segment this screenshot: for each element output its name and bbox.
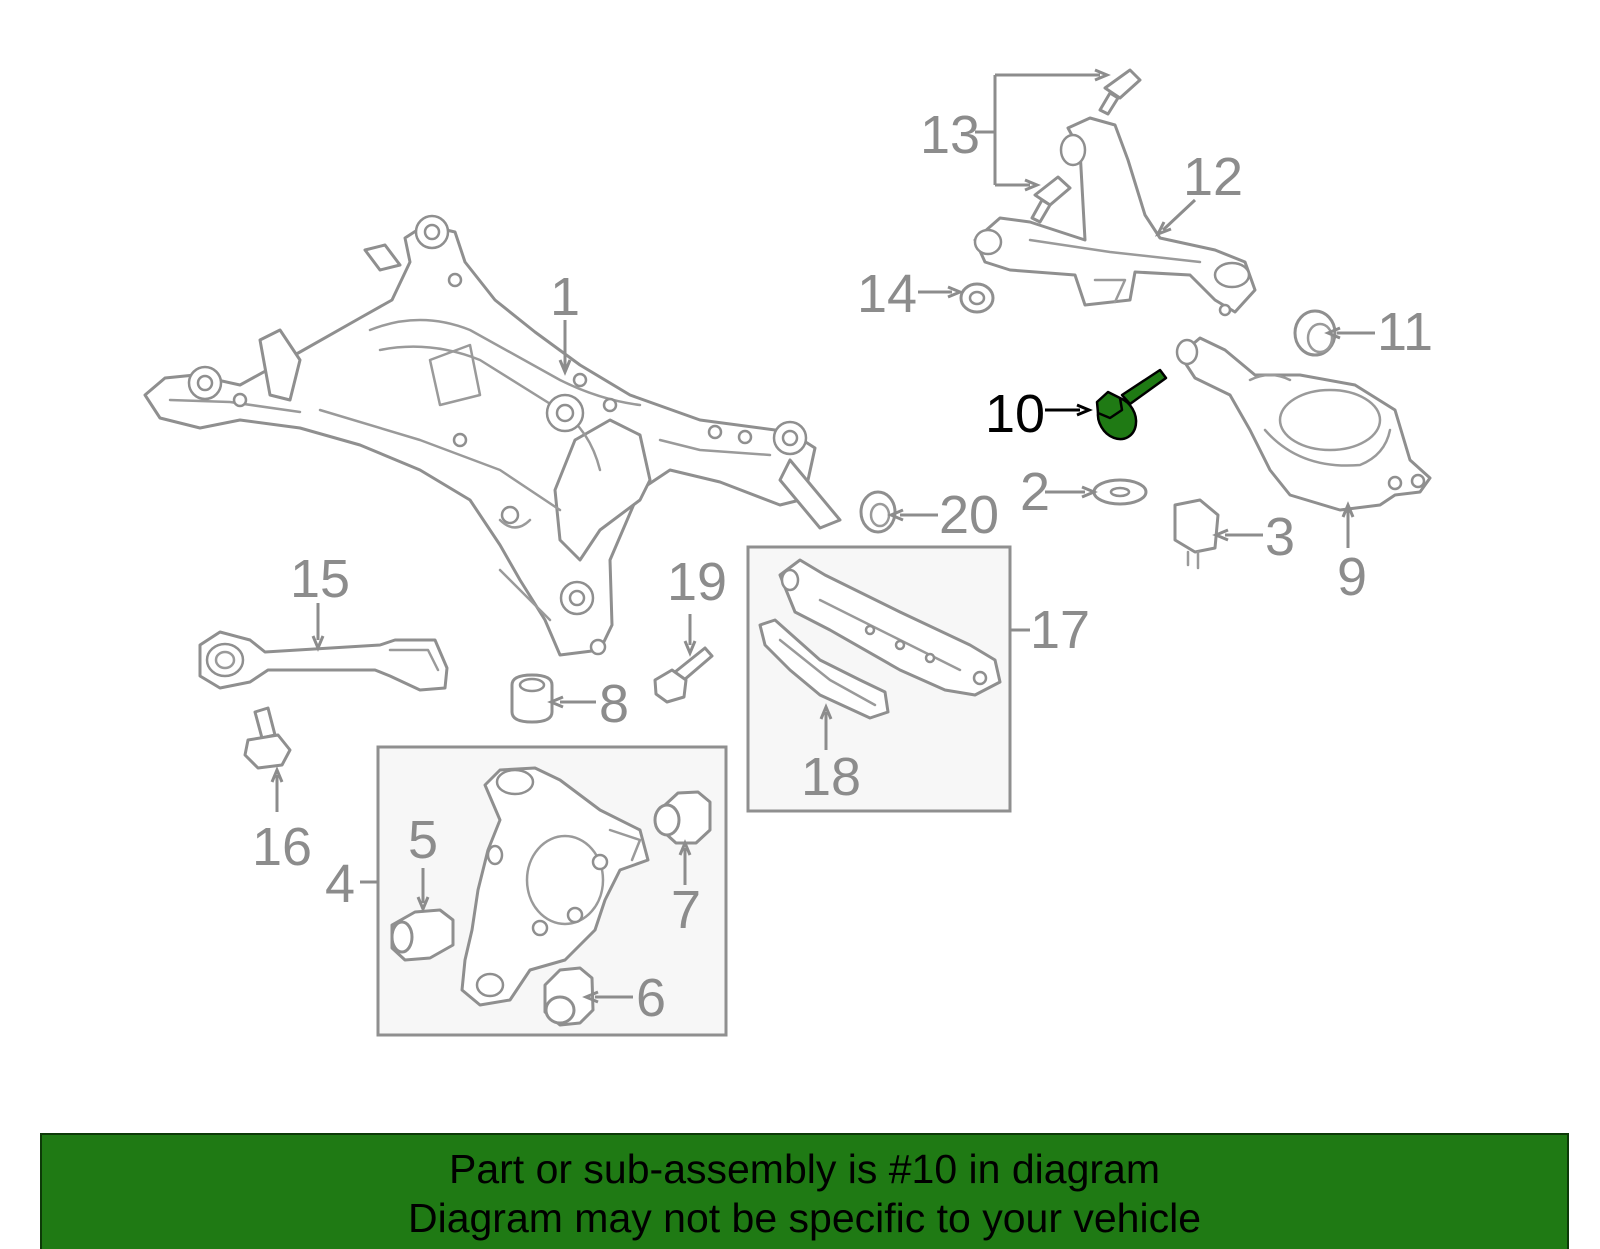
callout-14[interactable]: 14 [857, 264, 917, 324]
washer-20-part[interactable] [859, 490, 897, 534]
banner-line-2: Diagram may not be specific to your vehi… [407, 1195, 1201, 1241]
leader-lines [270, 68, 1375, 1004]
callout-17[interactable]: 17 [1030, 600, 1090, 660]
bushing-7-part[interactable] [653, 790, 712, 845]
bracket-3-part[interactable] [1173, 498, 1220, 570]
callout-19[interactable]: 19 [667, 552, 727, 612]
callout-11[interactable]: 11 [1377, 302, 1433, 362]
callout-3[interactable]: 3 [1265, 507, 1295, 567]
bracket-18-part[interactable] [758, 618, 890, 720]
arm-17-part[interactable] [778, 558, 1002, 697]
callout-1[interactable]: 1 [550, 267, 580, 327]
upper-control-arm-part[interactable] [973, 116, 1257, 317]
knuckle-part[interactable] [460, 766, 650, 1007]
callout-20[interactable]: 20 [939, 485, 999, 545]
bushing-11-part[interactable] [1293, 309, 1337, 357]
callout-18[interactable]: 18 [801, 747, 861, 807]
banner-line-1: Part or sub-assembly is #10 in diagram [449, 1146, 1160, 1192]
washer-14-part[interactable] [959, 282, 995, 314]
callout-labels: 1 2 3 4 5 6 7 8 9 10 11 12 13 14 15 16 1… [252, 105, 1433, 1028]
lower-control-arm-part[interactable] [1175, 336, 1432, 512]
callout-5[interactable]: 5 [408, 810, 438, 870]
callout-8[interactable]: 8 [599, 674, 629, 734]
bolt-19-part[interactable] [653, 646, 714, 704]
bushing-6-part[interactable] [543, 966, 595, 1027]
callout-7[interactable]: 7 [671, 880, 701, 940]
callout-10[interactable]: 10 [985, 384, 1045, 444]
bushing-8-part[interactable] [510, 673, 554, 724]
washer-2-part[interactable] [1092, 478, 1148, 506]
callout-6[interactable]: 6 [636, 968, 666, 1028]
callout-9[interactable]: 9 [1337, 547, 1367, 607]
callout-13[interactable]: 13 [920, 105, 980, 165]
info-banner: Part or sub-assembly is #10 in diagram D… [40, 1133, 1569, 1249]
bolt-16-part[interactable] [243, 706, 292, 770]
adjustable-link-part[interactable] [198, 630, 449, 692]
callout-15[interactable]: 15 [290, 549, 350, 609]
leader-10-highlighted [1045, 403, 1093, 417]
callout-4[interactable]: 4 [325, 854, 355, 914]
bolts-part[interactable] [1030, 68, 1142, 224]
callout-2[interactable]: 2 [1020, 462, 1050, 522]
cam-bolt-part-10[interactable] [1090, 368, 1168, 446]
callout-16[interactable]: 16 [252, 817, 312, 877]
callout-12[interactable]: 12 [1183, 147, 1243, 207]
subframe-part[interactable] [143, 214, 842, 657]
